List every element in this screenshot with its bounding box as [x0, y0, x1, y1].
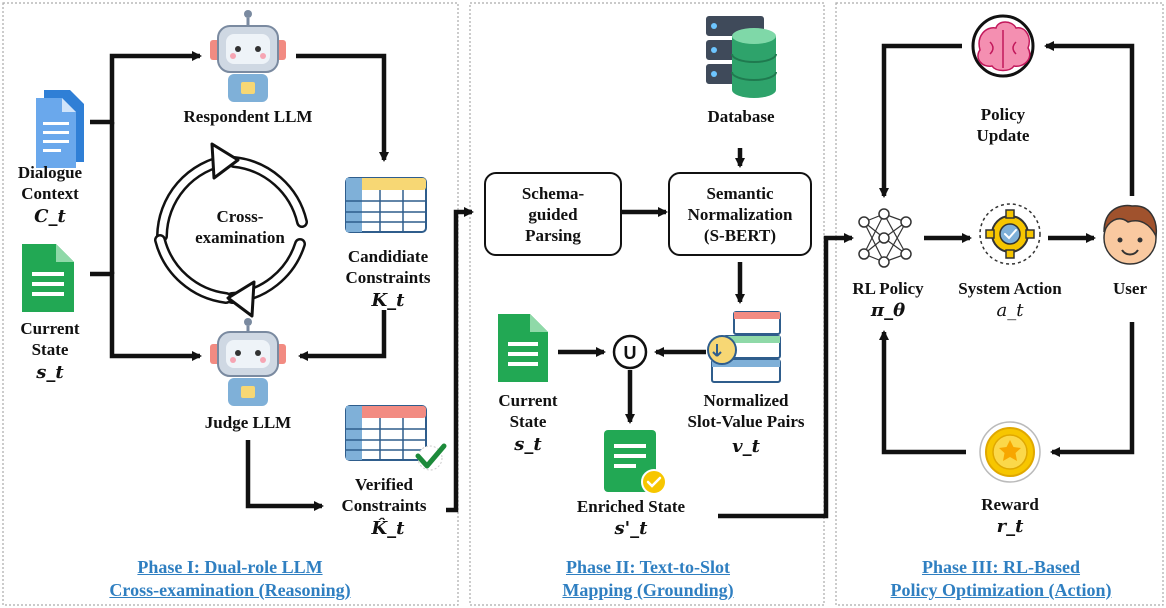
candidate-table-icon [345, 177, 427, 233]
neural-network-icon [858, 208, 912, 268]
judge-robot-icon [210, 318, 286, 406]
current-state-line1: Current [20, 319, 80, 338]
phase1-title-line1: Phase I: Dual-role LLM [137, 557, 323, 577]
verified-table-icon [345, 405, 427, 461]
normalized-pairs-icon [707, 311, 781, 383]
dialogue-context-line2: Context [21, 184, 79, 203]
cycle-arrowhead-top-icon [210, 142, 240, 180]
normalized-pairs-line2: Slot-Value Pairs [687, 412, 805, 431]
verified-constraints-label: Verified Constraints [326, 474, 442, 516]
phase3-title-line2: Policy Optimization (Action) [890, 580, 1112, 600]
phase1-title-line2: Cross-examination (Reasoning) [109, 580, 351, 600]
database-icon [706, 16, 777, 98]
arrow-candidate-to-judge [298, 310, 387, 361]
union-operator-icon [612, 334, 648, 370]
user-label: User [1113, 279, 1147, 298]
verified-constraints-symbol: K̂_t [371, 518, 405, 539]
phase2-current-state-line2: State [509, 412, 547, 431]
candidate-constraints-line2: Constraints [345, 268, 431, 287]
cycle-arrowhead-bottom-icon [226, 280, 256, 318]
reward-symbol: r_t [996, 516, 1024, 537]
verified-constraints-line1: Verified [355, 475, 413, 494]
policy-update-line2: Update [976, 126, 1030, 145]
candidate-constraints-symbol: K_t [371, 290, 405, 311]
schema-parsing-line1: Schema- [521, 183, 585, 203]
phase2-current-state-label: Current State [482, 390, 574, 432]
arrow-brain-to-rlpolicy [879, 43, 962, 198]
brain-icon [971, 14, 1035, 78]
policy-update-label: Policy Update [958, 104, 1048, 146]
normalized-pairs-label: Normalized Slot-Value Pairs [672, 390, 820, 432]
union-symbol: U [624, 343, 637, 363]
arrow-context-to-respondent [90, 51, 202, 125]
phase3-title-line1: Phase III: RL-Based [921, 557, 1081, 577]
schema-parsing-box: Schema- guided Parsing [484, 172, 622, 256]
schema-parsing-line2: guided [528, 204, 578, 224]
rl-policy-symbol: π_θ [870, 300, 906, 321]
cycle-arrow-left-fill [156, 236, 230, 302]
phase2-title: Phase II: Text-to-Slot Mapping (Groundin… [496, 556, 800, 602]
gear-icon [979, 203, 1041, 265]
database-label: Database [707, 107, 775, 126]
reward-medal-icon [979, 421, 1041, 483]
candidate-constraints-label: Candidiate Constraints [330, 246, 446, 288]
phase3-title: Phase III: RL-Based Policy Optimization … [846, 556, 1156, 602]
arrow-enriched-to-rlpolicy [718, 233, 854, 519]
arrow-user-to-reward [1050, 322, 1135, 457]
cycle-arrow-right-fill [230, 158, 306, 226]
policy-update-line1: Policy [980, 105, 1026, 124]
candidate-constraints-line1: Candidiate [347, 247, 429, 266]
normalized-pairs-symbol: v_t [732, 436, 760, 457]
phase2-title-line2: Mapping (Grounding) [562, 580, 734, 600]
reward-label: Reward [981, 495, 1039, 514]
rl-policy-label: RL Policy [852, 279, 924, 298]
arrow-reward-to-rlpolicy [879, 330, 966, 455]
system-action-symbol: a_t [996, 300, 1024, 321]
check-mark-icon [415, 443, 447, 469]
dialogue-context-line1: Dialogue [17, 163, 83, 182]
current-state-label: Current State [4, 318, 96, 360]
cross-examination-line2: examination [195, 228, 285, 247]
current-state-symbol: s_t [36, 362, 64, 383]
enriched-state-document-icon [604, 430, 667, 495]
phase2-current-state-document-icon [498, 314, 548, 382]
dialogue-context-label: Dialogue Context [4, 162, 96, 204]
dialogue-document-icon [36, 90, 84, 168]
phase3-panel [835, 2, 1164, 606]
arrow-judge-to-verified [245, 440, 324, 511]
semantic-normalization-line1: Semantic [706, 183, 774, 203]
arrow-user-to-brain [1044, 41, 1135, 196]
current-state-line2: State [31, 340, 69, 359]
cross-examination-line1: Cross- [216, 207, 264, 226]
dialogue-context-symbol: C_t [34, 206, 66, 227]
enriched-state-symbol: s'_t [614, 518, 648, 539]
arrow-respondent-to-candidate [296, 53, 389, 162]
phase2-title-line1: Phase II: Text-to-Slot [565, 557, 730, 577]
system-action-label: System Action [958, 279, 1062, 298]
cross-examination-label: Cross- examination [180, 206, 300, 248]
phase1-title: Phase I: Dual-role LLM Cross-examination… [40, 556, 420, 602]
phase2-current-state-line1: Current [498, 391, 558, 410]
enriched-state-label: Enriched State [576, 497, 686, 516]
semantic-normalization-box: Semantic Normalization (S-BERT) [668, 172, 812, 256]
judge-llm-label: Judge LLM [204, 413, 292, 432]
verified-constraints-line2: Constraints [341, 496, 427, 515]
arrow-verified-to-parsing [446, 207, 474, 513]
phase2-current-state-symbol: s_t [514, 434, 542, 455]
arrow-state-to-judge [90, 271, 202, 361]
current-state-document-icon [22, 244, 74, 312]
normalized-pairs-line1: Normalized [703, 391, 789, 410]
respondent-llm-label: Respondent LLM [183, 107, 313, 126]
semantic-normalization-line2: Normalization [687, 204, 793, 224]
user-avatar-icon [1103, 204, 1158, 265]
phase2-panel [469, 2, 825, 606]
semantic-normalization-line3: (S-BERT) [703, 225, 777, 245]
respondent-robot-icon [210, 10, 286, 102]
schema-parsing-line3: Parsing [525, 225, 581, 245]
